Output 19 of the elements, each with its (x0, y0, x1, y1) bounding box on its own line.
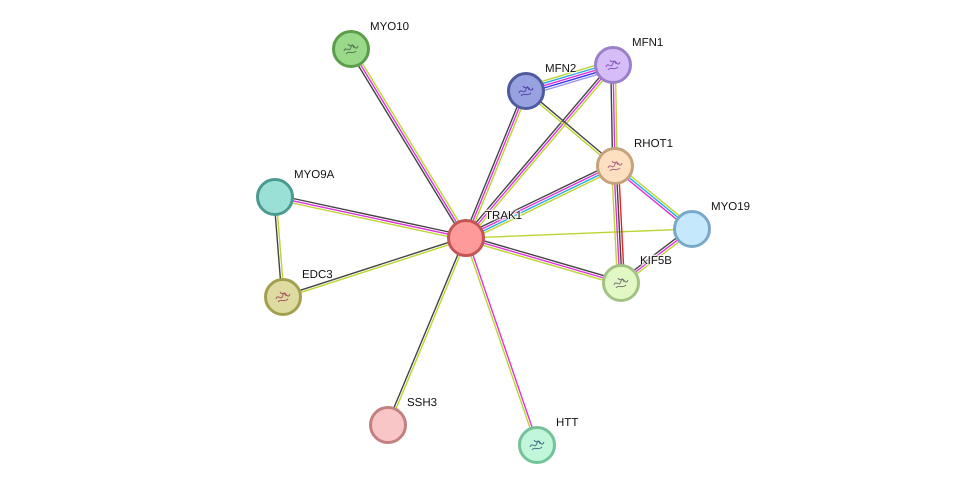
protein-label: MYO19 (711, 200, 750, 214)
protein-label: HTT (556, 416, 578, 430)
protein-label: MFN2 (545, 62, 576, 76)
interaction-line (610, 82, 613, 148)
interaction-line (484, 229, 674, 238)
interaction-line (614, 184, 620, 266)
interaction-line (615, 82, 618, 148)
protein-label: MYO9A (294, 168, 334, 182)
protein-label: RHOT1 (634, 137, 673, 151)
protein-label: MYO10 (370, 20, 409, 34)
protein-label: MFN1 (632, 36, 664, 50)
interaction-line (274, 214, 282, 280)
interaction-line (276, 214, 284, 280)
interaction-line (616, 184, 622, 266)
protein-label: SSH3 (407, 396, 438, 410)
interaction-line (618, 184, 624, 265)
interaction-line (612, 82, 616, 148)
interaction-line (612, 184, 618, 266)
protein-label: EDC3 (302, 268, 333, 282)
